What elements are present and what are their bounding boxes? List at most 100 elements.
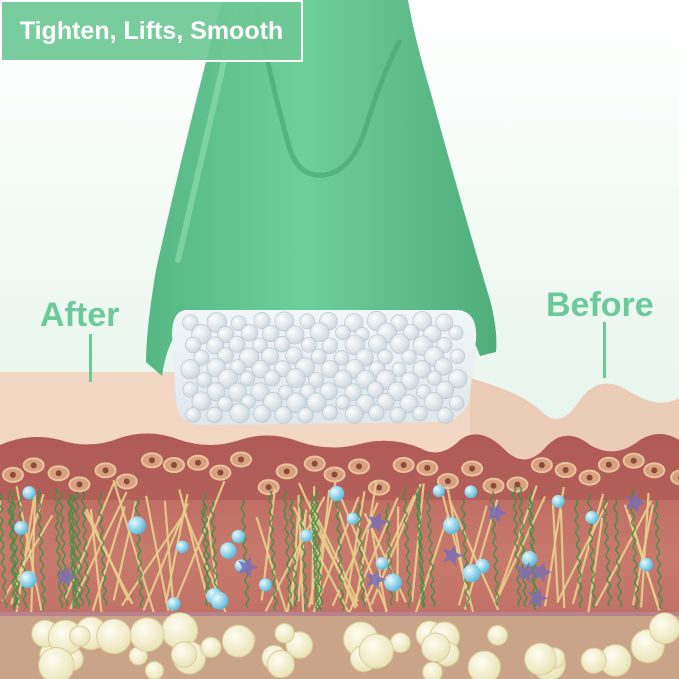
ice-bubble — [319, 382, 338, 401]
ice-bubble — [399, 394, 419, 414]
ice-bubble — [434, 357, 453, 376]
fat-cell — [221, 624, 255, 658]
ice-bubble — [240, 324, 259, 342]
elastin-fiber — [0, 493, 8, 609]
cell-nucleus — [444, 478, 451, 485]
dermis-cells — [1, 451, 679, 496]
ice-bubble — [402, 323, 420, 341]
hydration-dot — [328, 485, 345, 502]
fibroblast-cell — [443, 545, 463, 566]
collagen-fiber — [292, 506, 350, 614]
hydration-dot — [219, 542, 237, 559]
collagen-fiber — [446, 485, 470, 603]
ice-bubble — [252, 337, 268, 354]
collagen-fiber — [69, 491, 128, 610]
ice-bubble — [273, 335, 291, 353]
ice-bubble — [230, 315, 247, 332]
collagen-fiber — [316, 489, 331, 608]
ice-bubble — [274, 311, 295, 332]
fibroblast-cell — [528, 587, 549, 609]
elastin-fiber — [298, 495, 309, 611]
ice-bubble — [412, 359, 432, 379]
elastin-fiber — [512, 485, 522, 607]
hydration-dot — [442, 517, 460, 534]
cell-nucleus — [356, 463, 363, 470]
fat-cell — [648, 612, 679, 645]
elastin-fiber — [17, 494, 28, 610]
collagen-fiber — [448, 499, 500, 611]
ice-bubble — [321, 337, 339, 354]
fat-cell — [580, 647, 607, 674]
ice-bubble — [344, 404, 364, 424]
cell-nucleus — [605, 461, 612, 468]
ice-bubble — [389, 406, 406, 424]
hydration-dots — [14, 484, 653, 611]
ice-bubbles — [180, 310, 468, 424]
fibroblast-cell — [625, 492, 646, 514]
hydration-dot — [210, 591, 229, 610]
roller-handle-groove — [252, 0, 403, 178]
elastin-fiber — [200, 503, 210, 607]
fat-cell — [96, 618, 132, 655]
collagen-fiber — [586, 517, 604, 615]
headline-text: Tighten, Lifts, Smooth — [19, 16, 284, 45]
cell-nucleus — [76, 481, 83, 488]
ice-bubble — [448, 369, 468, 389]
ice-bubble — [412, 311, 433, 331]
collagen-fiber — [556, 502, 609, 603]
hydration-dot — [231, 529, 246, 544]
ice-bubble — [262, 392, 283, 412]
ice-bubble — [216, 325, 235, 344]
hydration-dot — [521, 550, 538, 567]
cell-nucleus — [55, 470, 62, 477]
ice-bubble — [184, 336, 202, 354]
fat-cell — [38, 646, 75, 679]
fat-cell — [358, 633, 394, 669]
ice-bubble — [320, 359, 340, 379]
fat-cell — [422, 661, 443, 679]
cell-nucleus — [148, 457, 155, 464]
collagen-fiber — [112, 479, 156, 616]
hydration-dot — [19, 570, 37, 589]
before-pointer-line — [603, 322, 606, 378]
collagen-fiber — [255, 516, 289, 615]
ice-bubble — [448, 395, 465, 411]
cell-nucleus — [424, 464, 431, 471]
ice-bubble — [322, 404, 338, 421]
hydration-dot — [22, 486, 36, 500]
ice-bubble — [180, 359, 201, 380]
cell-nucleus — [469, 465, 476, 472]
collagen-fiber — [170, 480, 226, 612]
ice-bubble — [368, 404, 385, 421]
collagen-fiber — [121, 517, 183, 607]
ice-bubble — [253, 312, 271, 330]
collagen-fiber — [559, 509, 566, 608]
ice-bubble — [262, 324, 280, 343]
hydration-dot — [258, 578, 272, 592]
ice-bubble — [436, 407, 454, 424]
hydration-dot — [462, 564, 481, 583]
ice-bubble — [401, 349, 417, 365]
ice-bubble — [333, 369, 353, 389]
elastin-fiber — [310, 501, 320, 611]
hydration-dot — [375, 556, 389, 570]
elastin-fiber — [335, 495, 345, 611]
epidermis-shadow — [470, 378, 679, 470]
hydration-dot — [464, 485, 478, 499]
fibroblast-cell — [532, 561, 553, 583]
fat-cell — [200, 636, 222, 658]
headline-badge: Tighten, Lifts, Smooth — [0, 0, 303, 62]
ice-bubble — [310, 348, 327, 365]
ice-bubble — [435, 313, 454, 332]
ice-bubble — [261, 347, 280, 366]
elastin-fiber — [356, 503, 366, 607]
ice-bubble — [206, 406, 223, 424]
hydration-dot — [585, 510, 599, 525]
hydration-dot — [175, 540, 189, 554]
fibroblast-cell — [517, 562, 537, 583]
cell-nucleus — [102, 467, 109, 474]
collagen-fiber — [30, 494, 37, 615]
ice-bubble — [309, 322, 330, 343]
collagen-fiber — [594, 500, 653, 607]
elastin-fiber — [80, 490, 91, 607]
